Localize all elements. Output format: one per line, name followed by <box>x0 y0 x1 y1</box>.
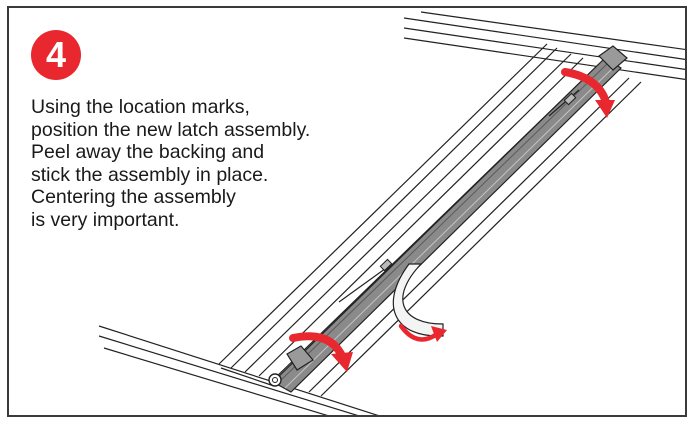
screw <box>268 373 282 387</box>
instruction-line: stick the assembly in place. <box>31 163 269 186</box>
instruction-panel: 4 Using the location marks, position the… <box>7 6 687 417</box>
bottom-rail <box>98 325 379 415</box>
rotate-arrow-icon <box>289 332 353 372</box>
instruction-line: is very important. <box>31 208 180 231</box>
peeled-backing <box>392 263 444 337</box>
rotate-arrow-icon <box>561 68 615 118</box>
instruction-line: Using the location marks, <box>31 96 250 118</box>
instruction-line: Centering the assembly <box>31 186 236 208</box>
latch-illustration <box>98 11 685 415</box>
peel-arrow-icon <box>398 323 447 342</box>
instruction-line: position the new latch assembly. <box>31 118 311 141</box>
instruction-text: Using the location marks, position the n… <box>31 96 361 231</box>
latch-assembly <box>272 45 628 393</box>
instruction-line: Peel away the backing and <box>31 141 265 163</box>
step-number-badge: 4 <box>31 30 81 80</box>
